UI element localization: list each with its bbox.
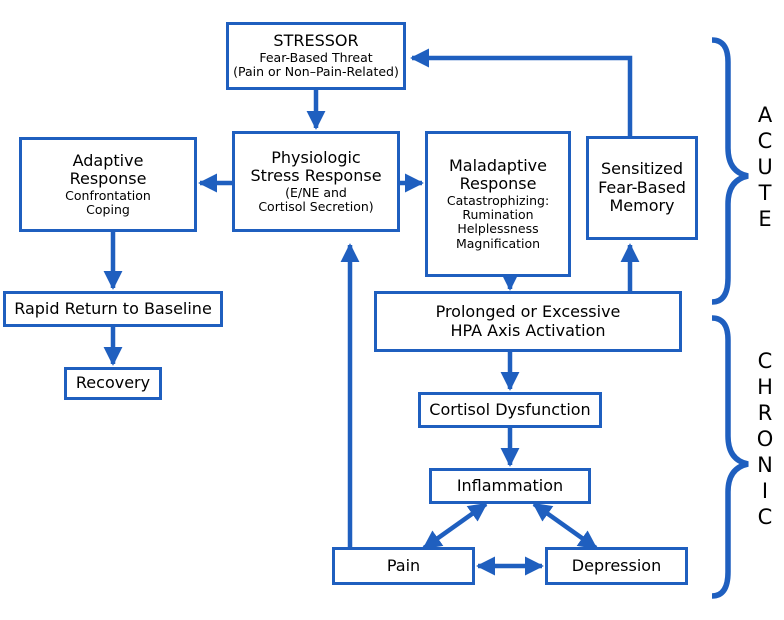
adaptive-line: Response — [69, 169, 147, 189]
arrow-inflammation-pain — [422, 502, 488, 550]
chronic-side-label: C H R O N I C — [756, 349, 774, 529]
hpa-line: Prolonged or Excessive — [435, 302, 621, 322]
hpa-activation-box: Prolonged or Excessive HPA Axis Activati… — [374, 291, 682, 352]
physiologic-line: Physiologic — [271, 147, 361, 167]
inflammation-label: Inflammation — [456, 475, 564, 495]
pain-box: Pain — [332, 547, 475, 585]
physiologic-line: Stress Response — [250, 166, 382, 186]
acute-brace — [711, 37, 749, 305]
hpa-line: HPA Axis Activation — [450, 320, 606, 340]
depression-box: Depression — [545, 547, 688, 585]
chronic-brace — [711, 315, 749, 599]
arrow-sensitized-to-stressor — [410, 48, 633, 136]
maladaptive-response-box: Maladaptive Response Catastrophizing: Ru… — [425, 131, 571, 277]
stressor-title: STRESSOR — [273, 31, 359, 51]
sensitized-memory-box: Sensitized Fear-Based Memory — [586, 136, 698, 240]
arrow-inflammation-depression — [532, 502, 598, 550]
adaptive-response-box: Adaptive Response Confrontation Coping — [19, 137, 197, 232]
adaptive-line: Adaptive — [72, 150, 144, 170]
maladaptive-line: Magnification — [455, 235, 541, 251]
adaptive-line: Confrontation — [65, 187, 151, 203]
physiologic-stress-response-box: Physiologic Stress Response (E/NE and Co… — [232, 131, 400, 232]
cortisol-dysfunction-box: Cortisol Dysfunction — [418, 392, 602, 428]
sensitized-line: Memory — [609, 196, 675, 216]
pain-label: Pain — [386, 555, 421, 575]
stressor-box: STRESSOR Fear-Based Threat (Pain or Non–… — [226, 22, 406, 90]
cortisol-label: Cortisol Dysfunction — [429, 399, 591, 419]
maladaptive-line: Response — [459, 174, 537, 194]
maladaptive-line: Maladaptive — [448, 155, 547, 175]
stressor-line: Fear-Based Threat — [259, 49, 373, 65]
physiologic-line: Cortisol Secretion) — [258, 198, 374, 214]
maladaptive-line: Rumination — [462, 207, 534, 223]
rapid-return-box: Rapid Return to Baseline — [3, 291, 223, 327]
sensitized-line: Fear-Based — [598, 177, 686, 197]
inflammation-box: Inflammation — [429, 468, 591, 504]
maladaptive-line: Helplessness — [457, 221, 539, 237]
depression-label: Depression — [571, 555, 662, 575]
recovery-label: Recovery — [75, 373, 151, 393]
adaptive-line: Coping — [86, 201, 130, 217]
acute-side-label: A C U T E — [757, 103, 773, 231]
stressor-line: (Pain or Non–Pain-Related) — [233, 64, 399, 80]
sensitized-line: Sensitized — [600, 159, 684, 179]
recovery-box: Recovery — [64, 367, 162, 400]
rapid-return-label: Rapid Return to Baseline — [14, 298, 212, 318]
maladaptive-line: Catastrophizing: — [446, 192, 550, 208]
physiologic-line: (E/NE and — [285, 184, 347, 200]
